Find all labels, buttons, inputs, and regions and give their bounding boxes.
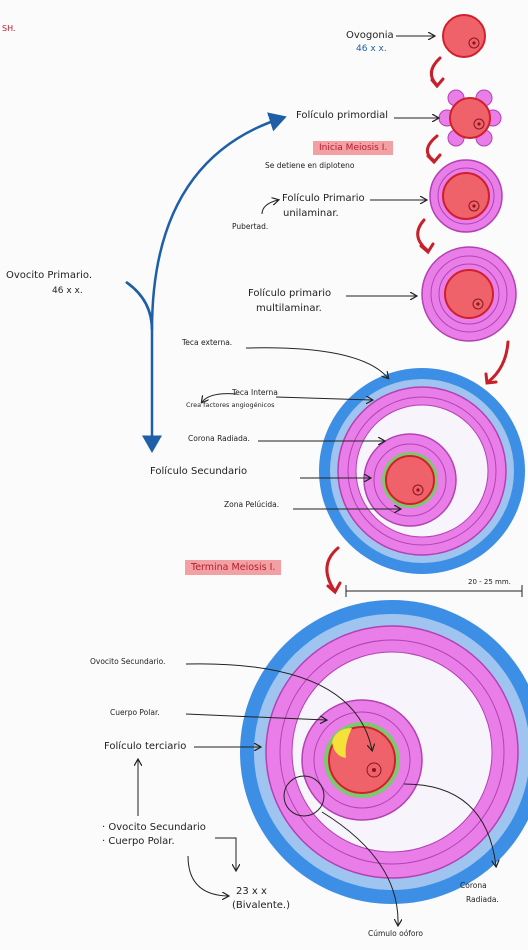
multilaminar-label-2: multilaminar. bbox=[256, 303, 322, 315]
polar-body-label: Cuerpo Polar. bbox=[110, 709, 160, 718]
ovogonia-label: Ovogonia bbox=[346, 30, 394, 42]
ovogonia-cell bbox=[443, 15, 485, 57]
primary-oocyte-label: Ovocito Primario. bbox=[6, 270, 92, 282]
teca-interna-label: Teca Interna bbox=[232, 389, 278, 398]
primordial-follicle bbox=[439, 90, 501, 146]
size-label: 20 - 25 mm. bbox=[468, 578, 511, 586]
secondary-oocyte-label: Ovocito Secundario. bbox=[90, 658, 165, 667]
ovogonia-chromosomes: 46 x x. bbox=[356, 44, 387, 54]
inicia-meiosis-tag: Inicia Meiosis I. bbox=[313, 141, 393, 155]
tertiary-follicle bbox=[240, 600, 528, 904]
primordial-label: Folículo primordial bbox=[296, 110, 388, 122]
cumulo-label: Cúmulo oóforo bbox=[368, 930, 423, 939]
zona-pelucida-label: Zona Pelúcida. bbox=[224, 501, 279, 510]
size-bar bbox=[346, 585, 522, 597]
unilaminar-label-2: unilaminar. bbox=[283, 208, 339, 220]
list-polar-body: · Cuerpo Polar. bbox=[102, 836, 175, 848]
bivalente-label: (Bivalente.) bbox=[232, 900, 290, 912]
diploteno-note: Se detiene en diploteno bbox=[265, 162, 354, 171]
pubertad-label: Pubertad. bbox=[232, 223, 268, 232]
corona-radiada-label: Corona Radiada. bbox=[188, 435, 250, 444]
corona-label-1: Corona bbox=[460, 882, 487, 891]
unilaminar-label-1: Folículo Primario bbox=[282, 193, 365, 205]
list-secondary-oocyte: · Ovocito Secundario bbox=[102, 822, 206, 834]
corona-label-2: Radiada. bbox=[466, 896, 499, 905]
unilaminar-follicle bbox=[430, 160, 502, 232]
corner-mark: SH. bbox=[2, 24, 16, 33]
multilaminar-label-1: Folículo primario bbox=[248, 288, 331, 300]
chromosomes-23: 23 x x bbox=[236, 886, 267, 898]
tertiary-follicle-label: Folículo terciario bbox=[104, 741, 186, 753]
angiogenicos-label: Crea factores angiogénicos bbox=[186, 402, 274, 409]
teca-externa-label: Teca externa. bbox=[182, 339, 232, 348]
secondary-follicle-label: Folículo Secundario bbox=[150, 466, 247, 478]
blue-arrows bbox=[126, 118, 282, 448]
termina-meiosis-tag: Termina Meiosis I. bbox=[185, 560, 281, 575]
primary-oocyte-chromosomes: 46 x x. bbox=[52, 286, 83, 296]
multilaminar-follicle bbox=[422, 247, 516, 341]
